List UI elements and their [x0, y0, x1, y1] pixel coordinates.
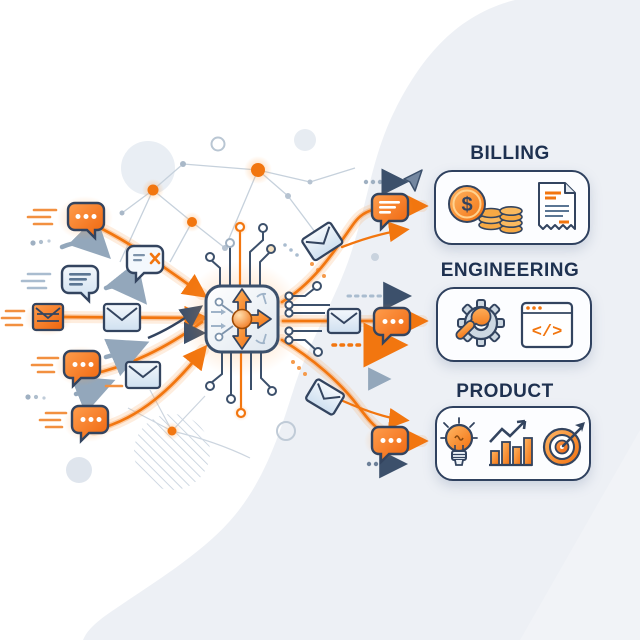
department-card-engineering: </> [436, 287, 592, 362]
billing-dashed-arrow [363, 168, 409, 196]
chat-bubble-icon [370, 425, 410, 464]
blocked-message-icon [125, 244, 165, 283]
envelope-icon [326, 307, 362, 335]
department-card-billing: $ [434, 170, 590, 245]
paper-plane-icon [403, 169, 423, 192]
department-card-product [435, 406, 591, 481]
network-graph [119, 156, 356, 263]
envelope-icon [102, 302, 142, 333]
lightbulb-icon [440, 416, 478, 466]
department-title-billing: BILLING [470, 143, 550, 164]
department-title-product: PRODUCT [456, 381, 554, 402]
chat-bubble-icon [372, 306, 412, 345]
envelope-icon [305, 378, 345, 416]
speed-lines [0, 208, 124, 429]
invoice-icon [538, 181, 576, 230]
chat-bubble-icon [66, 201, 106, 240]
hatched-circle-decor [127, 389, 251, 490]
envelope-icon [124, 360, 162, 390]
router-chip-icon [180, 219, 330, 421]
growth-chart-icon [489, 419, 533, 466]
envelope-icon [301, 221, 344, 262]
svg-text:</>: </> [532, 323, 563, 342]
dollar-coin-icon: $ [448, 184, 523, 234]
code-window-icon: </> [520, 301, 574, 348]
chat-bubble-icon [370, 192, 410, 231]
department-title-engineering: ENGINEERING [440, 260, 580, 281]
chat-bubble-icon [62, 349, 102, 388]
gear-wrench-icon [455, 298, 505, 347]
svg-text:$: $ [461, 194, 472, 216]
incoming-message-icons [24, 196, 165, 443]
target-icon [542, 421, 585, 466]
spam-envelope-icon [31, 302, 65, 332]
decor-shapes [25, 129, 379, 483]
chat-bubble-icon [60, 264, 100, 303]
chat-bubble-icon [70, 404, 110, 443]
product-dashed-arrow [366, 449, 408, 479]
dashed-arrows [331, 168, 423, 479]
routed-message-icons [301, 190, 414, 464]
